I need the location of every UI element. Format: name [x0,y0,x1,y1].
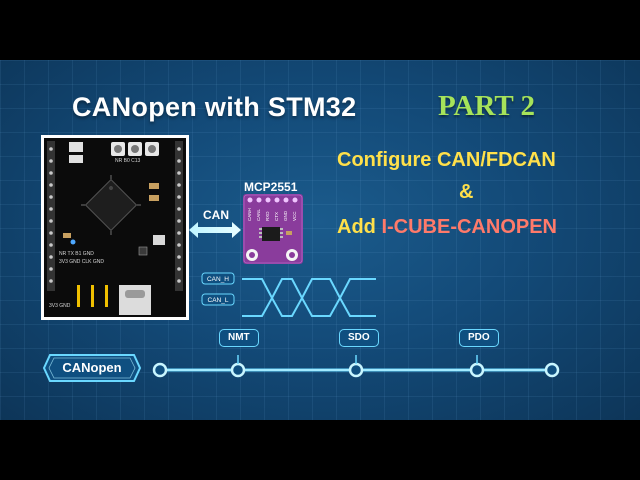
can-l-label: CAN_L [208,297,229,304]
svg-text:RXD: RXD [265,211,270,221]
step-cube-name: I-CUBE-CANOPEN [381,216,557,238]
can-link-label: CAN [203,208,229,222]
step-add-word: Add [337,216,382,238]
module-name: MCP2551 [244,180,298,194]
step-ampersand: & [459,181,474,203]
canopen-badge [42,354,142,382]
svg-text:NR TX B1 GND: NR TX B1 GND [59,251,94,257]
timeline-tag-nmt: NMT [219,329,259,347]
timeline-start-node [152,362,168,378]
svg-text:3V3 GND: 3V3 GND [49,303,71,309]
timeline-node-nmt [230,362,246,378]
timeline-tag-pdo: PDO [459,329,499,347]
svg-text:NR B0 C13: NR B0 C13 [115,158,141,164]
thumbnail-stage: CANopen with STM32 PART 2 [0,60,640,420]
svg-text:GND: GND [283,210,288,221]
step-add-cube: Add I-CUBE-CANOPEN [337,216,557,239]
title-main: CANopen with STM32 [72,92,357,122]
protocol-timeline [152,355,560,378]
bottom-letterbox [0,420,640,480]
svg-text:VCC: VCC [292,211,297,221]
svg-text:3V3 GND CLK GND: 3V3 GND CLK GND [59,259,104,265]
title-part: PART 2 [438,90,535,122]
board-drawing: NR B0 C13 NR TX B1 GND 3V3 GND CLK GND 3… [44,138,186,317]
stm32-board-image: NR B0 C13 NR TX B1 GND 3V3 GND CLK GND 3… [41,135,189,320]
canopen-badge-label: CANopen [62,360,122,375]
can-h-label: CAN_H [207,276,229,283]
timeline-node-pdo [469,362,485,378]
svg-text:CANH: CANH [247,208,252,221]
svg-text:CTX: CTX [274,212,279,221]
timeline-end-node [544,362,560,378]
can-bus-waveform: CAN_H CAN_L [201,272,376,317]
timeline-tag-sdo: SDO [339,329,379,347]
top-letterbox [0,0,640,60]
svg-text:CANL: CANL [256,208,261,221]
timeline-node-sdo [348,362,364,378]
double-arrow-icon [189,222,241,238]
step-configure-can: Configure CAN/FDCAN [337,149,556,171]
mcp2551-module: CANH CANL RXD CTX GND VCC [243,194,303,264]
